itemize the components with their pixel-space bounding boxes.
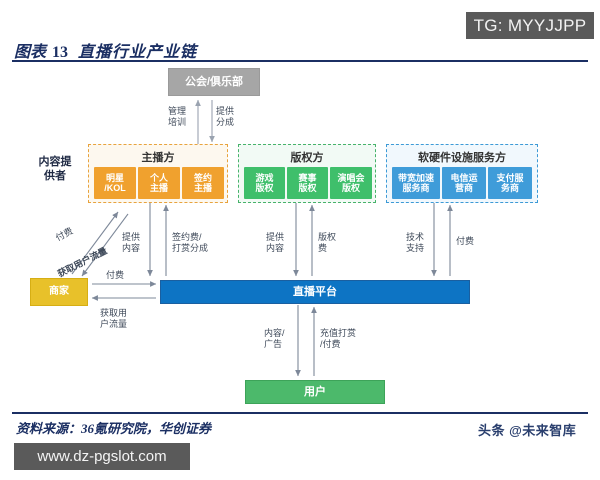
group-infra-title: 软硬件设施服务方 xyxy=(418,152,506,164)
label-guild-manage: 管理 培训 xyxy=(168,106,187,127)
source-note: 资料来源：36氪研究院，华创证券 xyxy=(16,421,212,436)
label-copyright-content: 提供 内容 xyxy=(266,232,285,253)
chip-event-copyright[interactable]: 赛事 版权 xyxy=(287,167,328,199)
chip-contracted-anchor[interactable]: 签约 主播 xyxy=(182,167,224,199)
chip-individual-anchor[interactable]: 个人 主播 xyxy=(138,167,180,199)
figure-title: 图表 13 直播行业产业链 xyxy=(14,38,197,62)
chip-concert-copyright[interactable]: 演唱会 版权 xyxy=(330,167,372,199)
site-watermark-badge: www.dz-pgslot.com xyxy=(14,443,190,470)
node-merchant[interactable]: 商家 xyxy=(30,278,88,306)
label-user-pay: 充值打赏 /付费 xyxy=(320,328,357,349)
content-provider-label: 内容提 供者 xyxy=(38,156,72,182)
label-infra-pay: 付费 xyxy=(456,236,475,246)
title-rule-top xyxy=(12,60,588,62)
label-anchor-content: 提供 内容 xyxy=(122,232,141,253)
figure-label: 图表 xyxy=(14,44,47,61)
tg-watermark-badge: TG: MYYJJPP xyxy=(466,12,594,39)
group-infra-side: 软硬件设施服务方 带宽加速 服务商 电信运 营商 支付服 务商 xyxy=(386,144,538,203)
chip-game-copyright[interactable]: 游戏 版权 xyxy=(244,167,285,199)
group-copyright-side: 版权方 游戏 版权 赛事 版权 演唱会 版权 xyxy=(238,144,376,203)
diagram-canvas: 内容提 供者 公会/俱乐部 主播方 明星 /KOL 个人 主播 签约 主播 版权… xyxy=(0,62,600,412)
figure-name: 直播行业产业链 xyxy=(78,44,198,61)
label-copyright-fee: 版权 费 xyxy=(318,232,337,253)
label-guild-share: 提供 分成 xyxy=(216,106,235,127)
group-anchor-title: 主播方 xyxy=(141,152,175,164)
group-anchor-side: 主播方 明星 /KOL 个人 主播 签约 主播 xyxy=(88,144,228,203)
toutiao-watermark: 头条 @未来智库 xyxy=(478,423,577,438)
node-users[interactable]: 用户 xyxy=(245,380,385,404)
figure-number: 13 xyxy=(52,44,69,61)
label-merchant-pay: 付费 xyxy=(106,270,125,280)
label-infra-support: 技术 支持 xyxy=(406,232,425,253)
node-guild[interactable]: 公会/俱乐部 xyxy=(168,68,260,96)
chip-star-kol[interactable]: 明星 /KOL xyxy=(94,167,136,199)
node-live-platform[interactable]: 直播平台 xyxy=(160,280,470,304)
label-anchor-fee: 签约费/ 打赏分成 xyxy=(172,232,209,253)
chip-payment-provider[interactable]: 支付服 务商 xyxy=(488,167,532,199)
chip-telecom-operator[interactable]: 电信运 营商 xyxy=(442,167,486,199)
label-user-content: 内容/ 广告 xyxy=(264,328,285,349)
connector-layer xyxy=(71,99,453,377)
group-copyright-title: 版权方 xyxy=(290,152,324,164)
chip-bandwidth-provider[interactable]: 带宽加速 服务商 xyxy=(392,167,440,199)
label-merchant-traffic: 获取用 户流量 xyxy=(100,308,128,329)
title-rule-bottom xyxy=(12,412,588,414)
